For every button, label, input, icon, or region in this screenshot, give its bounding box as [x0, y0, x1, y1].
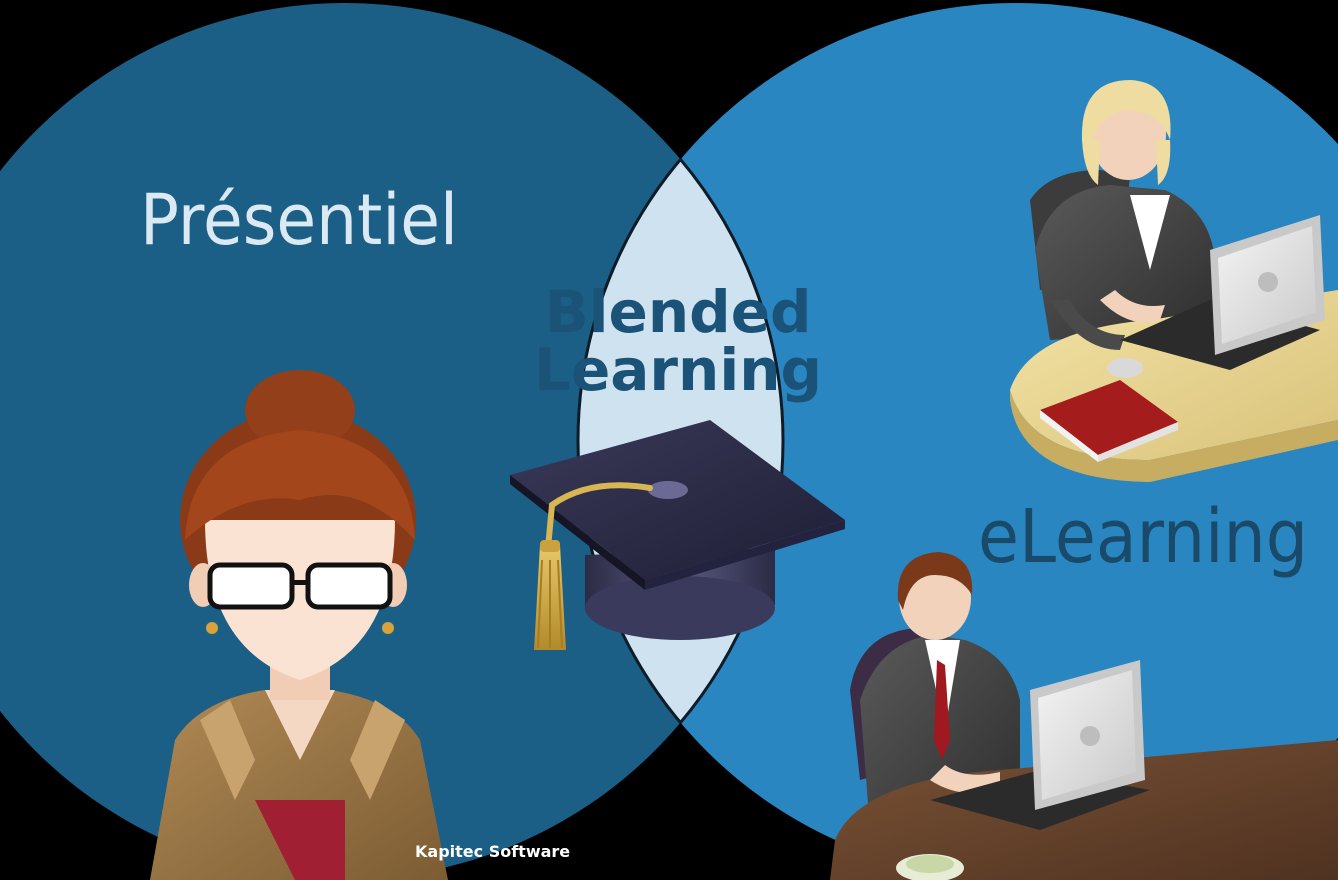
blended-title-line1: Blended: [544, 278, 811, 346]
presentiel-label: Présentiel: [140, 179, 458, 261]
presentiel-circle: [0, 3, 783, 879]
man-at-laptop-icon: [830, 552, 1338, 880]
woman-at-laptop-icon: [1010, 80, 1338, 482]
coffee-cup-icon: [896, 854, 964, 880]
blended-title-line2: Learning: [534, 336, 822, 404]
elearning-label: eLearning: [978, 494, 1308, 580]
graduation-cap-icon: [510, 420, 845, 650]
teacher-woman-icon: [150, 370, 448, 880]
credit-label: Kapitec Software: [415, 842, 570, 861]
